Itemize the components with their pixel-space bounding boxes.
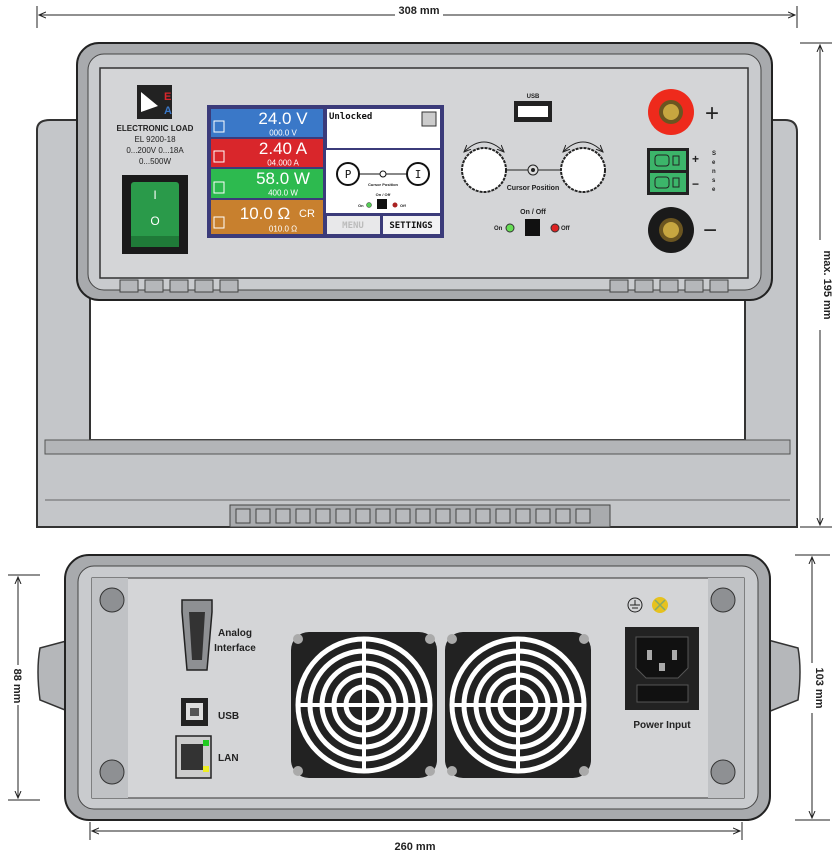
sense-label: S e n s e (712, 151, 716, 193)
settings-button-label: SETTINGS (389, 221, 432, 231)
display-on-label: On (358, 203, 364, 208)
product-type: ELECTRONIC LOAD (117, 124, 194, 133)
sense-letter: e (712, 187, 716, 193)
keypad-icon[interactable] (213, 120, 225, 133)
usb-port-front[interactable] (514, 101, 552, 122)
usb-front-label: USB (527, 94, 540, 100)
lock-status: Unlocked (329, 112, 372, 122)
knob-i-label: I (415, 168, 422, 181)
lan-label: LAN (218, 753, 239, 764)
dimension-right: max. 195 mm (800, 42, 833, 528)
usb-rear-label: USB (218, 711, 239, 722)
resistance-set: 010.0 Ω (269, 225, 297, 234)
sense-letter: s (712, 178, 716, 184)
voltage-actual: 24.0 V (258, 109, 308, 128)
switch-on-symbol: I (153, 188, 156, 202)
dimension-height-front: max. 195 mm (821, 250, 833, 319)
lan-port[interactable] (175, 735, 212, 779)
onoff-button[interactable] (525, 219, 540, 236)
menu-button[interactable] (327, 216, 380, 234)
menu-button-label: MENU (342, 221, 364, 231)
sense-letter: S (712, 151, 716, 157)
dimension-rear-left: 88 mm (8, 574, 40, 801)
readout-current-bg[interactable] (211, 139, 323, 167)
dimension-top: 308 mm (36, 4, 798, 28)
sense-plus: + (692, 152, 699, 166)
display-onoff-label: On / Off (376, 192, 391, 197)
display-off-label: Off (400, 203, 406, 208)
off-led (550, 223, 560, 233)
power-switch[interactable]: I O (122, 175, 188, 254)
power-input-label: Power Input (633, 720, 691, 731)
current-actual: 2.40 A (259, 139, 308, 158)
sense-minus: − (692, 177, 699, 191)
knob-p-label: P (345, 168, 352, 181)
sense-letter: n (712, 169, 716, 175)
analog-label-2: Interface (214, 643, 256, 654)
keypad-icon[interactable] (213, 181, 225, 194)
power-set: 400.0 W (268, 189, 298, 198)
product-range-vi: 0...200V 0...18A (126, 146, 184, 155)
readout-voltage-bg[interactable] (211, 109, 323, 137)
power-inlet[interactable] (625, 627, 699, 710)
negative-terminal[interactable] (648, 207, 694, 253)
on-label: On (494, 226, 503, 232)
readout-power-bg[interactable] (211, 169, 323, 198)
off-label: Off (561, 226, 571, 232)
touch-display: 24.0 V 000.0 V 2.40 A 04.000 A 58.0 W 40… (207, 105, 444, 238)
sense-connector[interactable] (647, 148, 689, 195)
cooling-fan (291, 632, 437, 778)
usb-port-rear[interactable] (181, 698, 208, 726)
positive-terminal[interactable] (648, 89, 694, 135)
right-knob[interactable] (560, 147, 606, 193)
resistance-actual: 10.0 Ω (240, 204, 291, 223)
readout-resistance-bg[interactable] (211, 200, 323, 234)
settings-button[interactable] (383, 216, 440, 234)
analog-label-1: Analog (218, 628, 252, 639)
sense-letter: e (712, 160, 716, 166)
cooling-fan (445, 632, 591, 778)
product-range-p: 0...500W (139, 157, 171, 166)
switch-off-symbol: O (150, 214, 159, 228)
carry-handle (36, 119, 798, 528)
plus-symbol: + (705, 100, 719, 127)
dimension-rear-right: 103 mm (795, 554, 830, 821)
minus-symbol: − (703, 217, 717, 244)
on-led (505, 223, 515, 233)
onoff-label: On / Off (520, 209, 546, 216)
svg-text:A: A (164, 105, 172, 117)
svg-text:E: E (164, 91, 171, 103)
left-knob[interactable] (461, 147, 507, 193)
rotary-knobs (461, 141, 606, 193)
ground-screw (652, 597, 668, 613)
ground-symbol (627, 597, 643, 613)
unlock-icon[interactable] (421, 111, 437, 127)
voltage-set: 000.0 V (269, 129, 297, 138)
dimension-height-rear-right: 103 mm (813, 668, 825, 709)
mode-cr: CR (299, 208, 315, 220)
product-model: EL 9200-18 (134, 135, 176, 144)
current-set: 04.000 A (267, 159, 299, 168)
dimension-bottom: 260 mm (89, 822, 743, 853)
dimension-width-top: 308 mm (399, 5, 440, 17)
keypad-icon[interactable] (213, 150, 225, 163)
keypad-icon[interactable] (213, 216, 225, 229)
dimension-height-rear-left: 88 mm (11, 669, 23, 704)
dimension-width-bottom: 260 mm (395, 841, 436, 853)
display-cursor-label: Cursor Position (368, 182, 399, 187)
analog-interface-port[interactable] (181, 599, 213, 671)
cursor-position-label: Cursor Position (507, 185, 560, 192)
ea-logo: E A (137, 85, 172, 119)
power-actual: 58.0 W (256, 169, 310, 188)
